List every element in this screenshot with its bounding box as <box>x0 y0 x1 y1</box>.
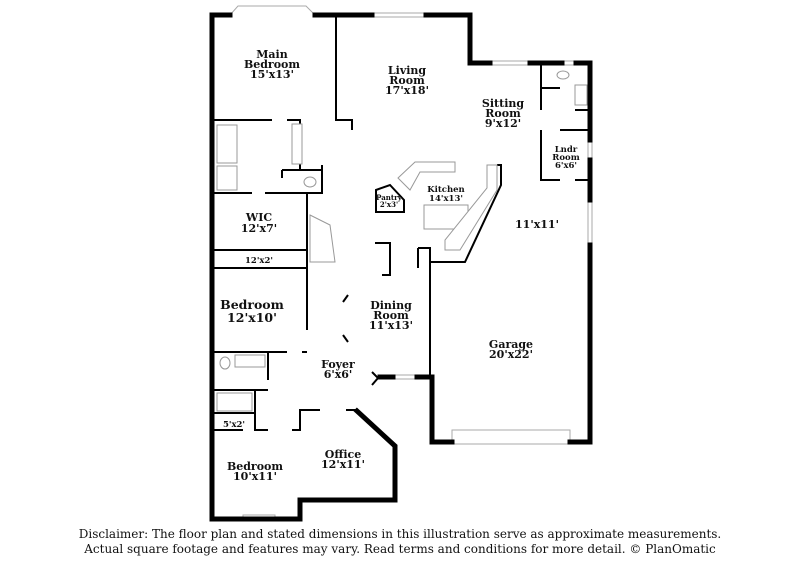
living-room-label: Living <box>388 64 426 77</box>
dining-room-size: 11'x13' <box>369 319 413 332</box>
closet-12x2-size: 12'x2' <box>245 256 273 266</box>
main-bedroom-label: Main <box>256 48 287 61</box>
garage-label: Garage <box>489 338 533 351</box>
dining-room-label-2: Room <box>373 309 409 322</box>
bedroom-3-size: 10'x11' <box>233 470 277 483</box>
living-room-label-2: Room <box>389 74 425 87</box>
room-11x11-size: 11'x11' <box>515 218 559 231</box>
laundry-size: 6'x6' <box>555 161 577 171</box>
exterior-walls <box>209 12 593 522</box>
pantry-label: Pantry <box>376 193 403 202</box>
sitting-room-label-2: Room <box>485 107 521 120</box>
laundry-label: Lndr <box>555 145 578 155</box>
main-bedroom-label-2: Bedroom <box>244 58 300 71</box>
wic-size: 12'x7' <box>241 222 277 235</box>
disclaimer-line-2: Actual square footage and features may v… <box>84 542 716 556</box>
living-room-size: 17'x18' <box>385 84 429 97</box>
closet-5x2-size: 5'x2' <box>223 420 245 430</box>
foyer-size: 6'x6' <box>324 368 353 381</box>
bedroom-3-label: Bedroom <box>227 460 283 473</box>
foyer-label: Foyer <box>321 358 355 371</box>
garage-size: 20'x22' <box>489 348 533 361</box>
sitting-room-size: 9'x12' <box>485 117 521 130</box>
kitchen-size: 14'x13' <box>429 194 463 204</box>
office-size: 12'x11' <box>321 458 365 471</box>
sitting-room-label: Sitting <box>482 97 524 110</box>
bedroom-2-size: 12'x10' <box>227 310 277 325</box>
fixtures <box>216 70 588 412</box>
pantry-size: 2'x3' <box>380 200 398 209</box>
main-bedroom-size: 15'x13' <box>250 68 294 81</box>
interior-walls <box>212 15 590 431</box>
room-labels: Main Bedroom 15'x13' Living Room 17'x18'… <box>220 48 580 483</box>
disclaimer-line-1: Disclaimer: The floor plan and stated di… <box>78 527 722 541</box>
bedroom-2-label: Bedroom <box>220 297 284 312</box>
wic-label: WIC <box>245 211 272 224</box>
office-label: Office <box>325 448 362 461</box>
dining-room-label: Dining <box>370 299 412 312</box>
kitchen-label: Kitchen <box>427 185 465 195</box>
laundry-label-2: Room <box>552 153 579 163</box>
